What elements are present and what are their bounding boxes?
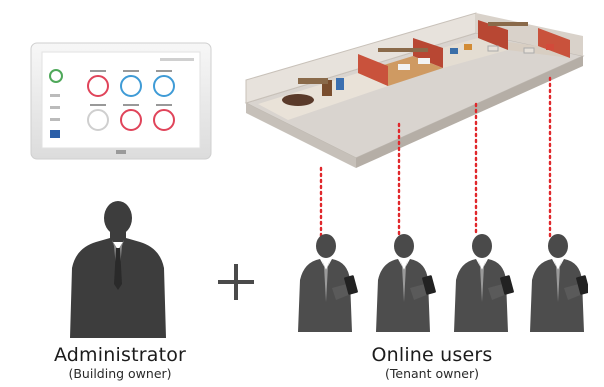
administrator-title: Administrator: [53, 344, 187, 366]
user-with-tablet-icon: [376, 234, 437, 332]
administrator-subtitle: (Building owner): [68, 366, 172, 381]
user-with-tablet-icon: [454, 234, 515, 332]
online-users-caption: Online users (Tenant owner): [322, 344, 542, 381]
administrator-caption: Administrator (Building owner): [30, 344, 210, 381]
user-with-tablet-icon: [298, 234, 359, 332]
plus-icon: [218, 264, 254, 300]
online-users-group: [298, 234, 588, 332]
touch-panel-controller-icon: [30, 42, 212, 160]
user-with-tablet-icon: [530, 234, 588, 332]
administrator-silhouette-icon: [70, 201, 166, 338]
online-users-title: Online users: [371, 344, 493, 366]
online-users-subtitle: (Tenant owner): [385, 366, 479, 381]
building-floor-plan-icon: [244, 12, 585, 168]
